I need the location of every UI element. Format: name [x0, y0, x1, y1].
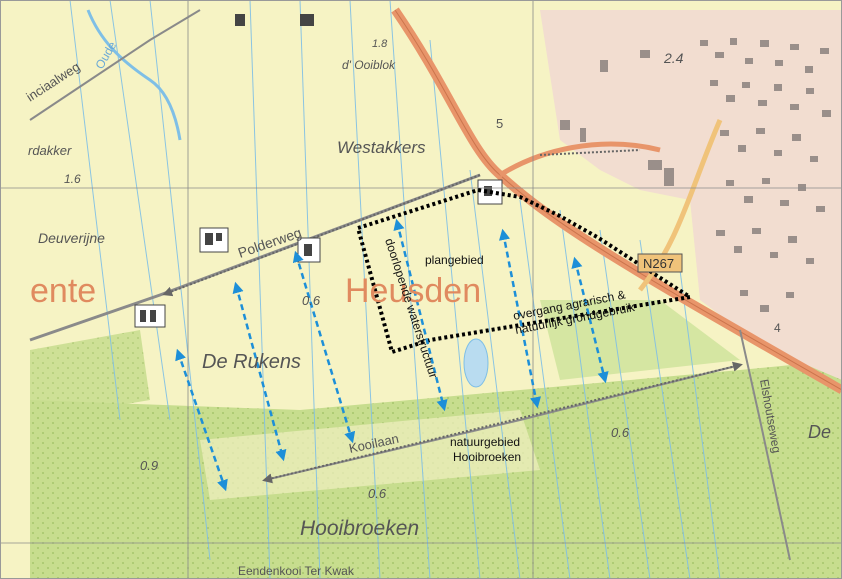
label-natuurgebied-name: Hooibroeken — [453, 450, 521, 464]
hectometer-5: 5 — [496, 116, 503, 131]
label-plangebied: plangebied — [425, 253, 484, 267]
hectometer-4: 4 — [774, 321, 781, 335]
label-n267: N267 — [643, 256, 674, 271]
height-1-8: 1.8 — [372, 38, 388, 50]
height-1-6: 1.6 — [64, 172, 81, 186]
road-ramp — [498, 141, 661, 178]
river-oude — [86, 9, 182, 141]
label-ooiblok: d' Ooiblok — [342, 58, 396, 72]
height-0-6-b: 0.6 — [611, 425, 630, 440]
arrow-1 — [175, 348, 228, 492]
urban-blocks — [560, 38, 831, 312]
label-rdakker: rdakker — [28, 143, 72, 158]
road-elshoutseweg — [739, 329, 791, 561]
arrow-3 — [292, 250, 356, 444]
height-0-6-c: 0.6 — [368, 486, 387, 501]
road-inciaalweg — [29, 9, 201, 121]
water-connection-arrows — [175, 218, 609, 492]
label-de-rukens: De Rukens — [202, 351, 301, 373]
height-2-4: 2.4 — [663, 50, 684, 66]
arrow-6 — [571, 256, 609, 384]
n267-badge — [637, 253, 683, 273]
label-heusden: Heusden — [345, 272, 481, 310]
label-de: De — [808, 422, 831, 442]
arrow-4 — [393, 218, 448, 412]
label-natuurgebied: natuurgebied — [450, 435, 520, 449]
pond — [463, 338, 489, 388]
label-hooibroeken: Hooibroeken — [300, 517, 419, 540]
label-deuverijne: Deuverijne — [38, 230, 105, 246]
label-westakkers: Westakkers — [337, 138, 426, 157]
label-eendenkooi: Eendenkooi Ter Kwak — [238, 564, 355, 578]
forest-west — [30, 330, 150, 420]
label-ente: ente — [30, 272, 96, 310]
height-0-6-a: 0.6 — [302, 293, 321, 308]
height-0-9: 0.9 — [140, 458, 158, 473]
